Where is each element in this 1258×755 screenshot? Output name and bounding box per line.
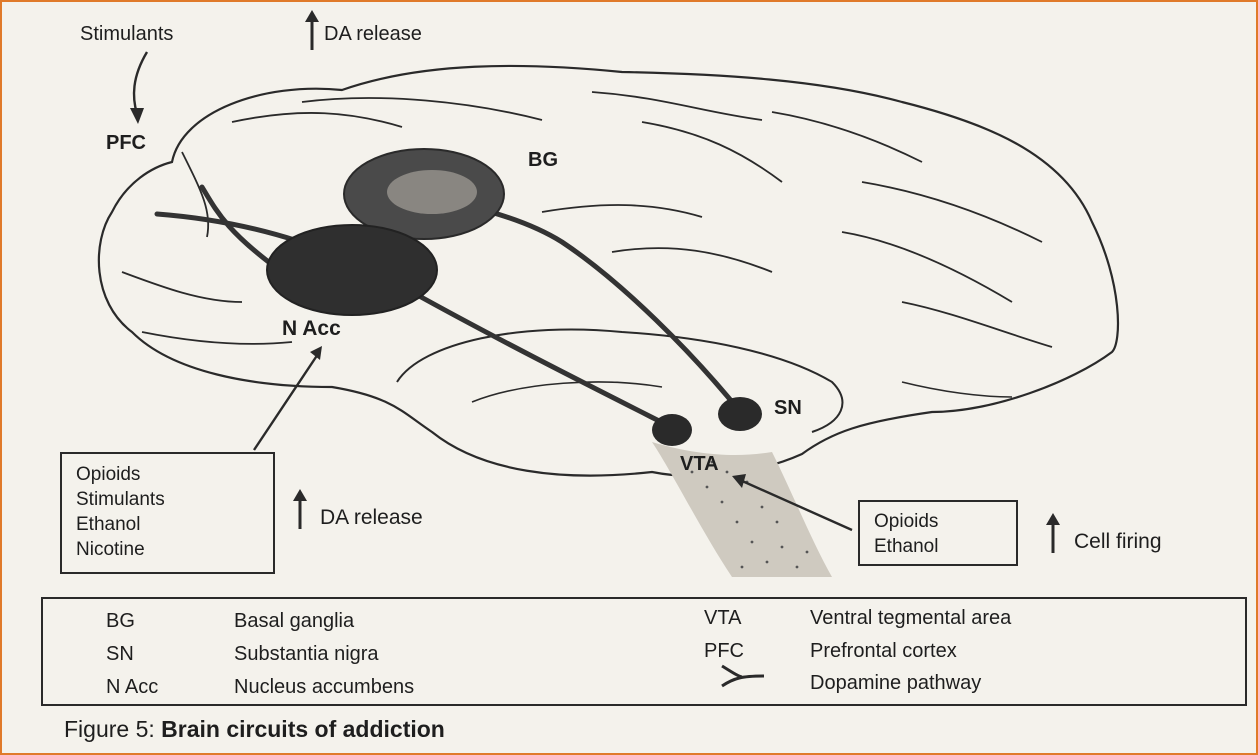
brain-fold — [142, 332, 292, 344]
drug-item: Opioids — [76, 462, 273, 487]
legend-abbr: BG — [106, 610, 135, 633]
pfc-label: PFC — [106, 133, 146, 153]
nacc-label: N Acc — [282, 318, 341, 339]
vta-label: VTA — [680, 454, 719, 474]
brain-fold — [642, 122, 782, 182]
brain-fold — [902, 382, 1012, 397]
brain-fold — [472, 382, 662, 402]
stimulants-label: Stimulants — [80, 24, 173, 44]
brain-fold — [592, 92, 762, 120]
brain-outline — [99, 66, 1118, 476]
brain-fold — [862, 182, 1042, 242]
brain-fold — [842, 232, 1012, 302]
brain-fold — [612, 248, 772, 272]
brain-fold — [122, 272, 242, 302]
legend-term: Ventral tegmental area — [810, 607, 1011, 630]
legend-term: Nucleus accumbens — [234, 676, 414, 699]
bg-label: BG — [528, 150, 558, 170]
legend-term: Substantia nigra — [234, 643, 379, 666]
drug-item: Nicotine — [76, 537, 273, 562]
up-arrow-icon — [1046, 513, 1060, 553]
arrow-box-nacc — [254, 354, 318, 450]
legend-abbr: PFC — [704, 640, 744, 663]
legend-term: Basal ganglia — [234, 610, 354, 633]
brain-fold — [772, 112, 922, 162]
up-arrow-icon — [305, 10, 319, 50]
da-release-label-mid: DA release — [320, 507, 423, 528]
dopamine-pathway-icon — [722, 666, 764, 686]
cell-firing-label: Cell firing — [1074, 531, 1162, 552]
nacc-nucleus — [267, 225, 437, 315]
drug-item: Opioids — [874, 509, 1016, 534]
drug-item: Ethanol — [874, 534, 1016, 559]
caption-prefix: Figure 5: — [64, 716, 161, 742]
da-release-label-top: DA release — [324, 24, 422, 44]
sn-nucleus — [718, 397, 762, 431]
brain-fold — [302, 98, 542, 120]
sn-label: SN — [774, 398, 802, 418]
drugs-box-nacc: Opioids Stimulants Ethanol Nicotine — [60, 452, 275, 574]
vta-nucleus — [652, 414, 692, 446]
brain-fold — [232, 113, 402, 127]
legend-abbr: N Acc — [106, 676, 158, 699]
legend-abbr: SN — [106, 643, 134, 666]
legend-term: Dopamine pathway — [810, 672, 981, 695]
caption-title: Brain circuits of addiction — [161, 716, 445, 742]
legend-term: Prefrontal cortex — [810, 640, 957, 663]
figure-caption: Figure 5: Brain circuits of addiction — [64, 716, 445, 743]
drug-item: Ethanol — [76, 512, 273, 537]
brain-fold — [902, 302, 1052, 347]
legend-box — [42, 598, 1246, 705]
legend-abbr: VTA — [704, 607, 741, 630]
drugs-box-vta: Opioids Ethanol — [858, 500, 1018, 566]
arrow-stimulants-pfc — [134, 52, 147, 114]
drug-item: Stimulants — [76, 487, 273, 512]
brain-fold — [542, 205, 702, 217]
up-arrow-icon — [293, 489, 307, 529]
